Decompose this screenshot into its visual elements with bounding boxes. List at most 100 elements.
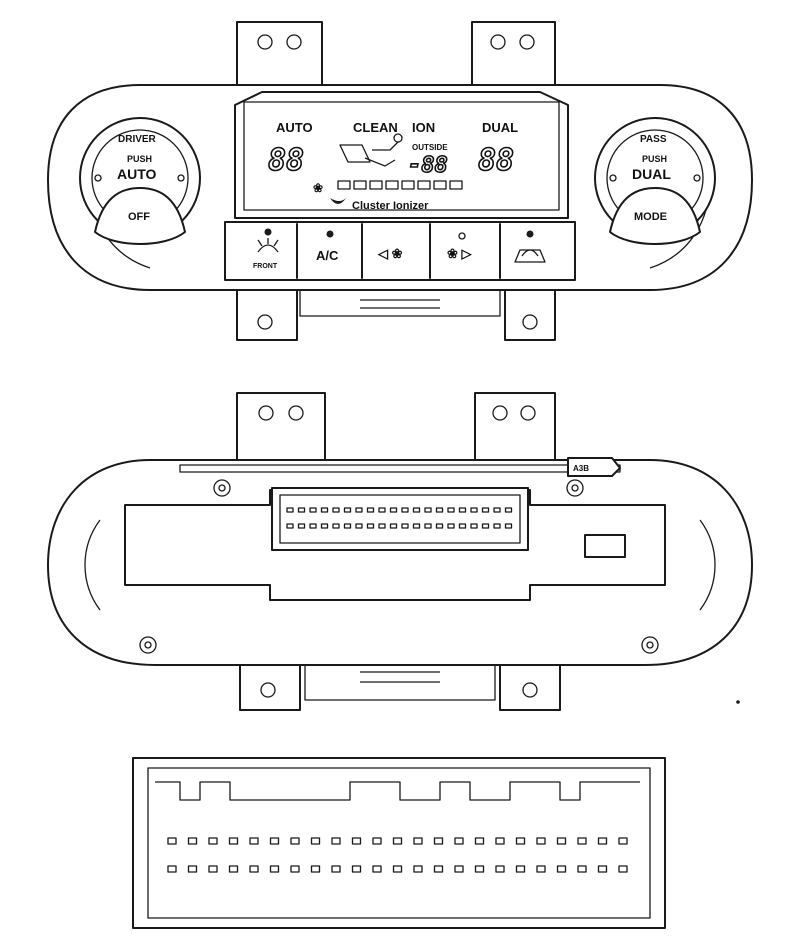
connector-pin: [343, 523, 352, 529]
connector-pin: [435, 507, 444, 513]
front-top-left-bracket: [236, 21, 323, 85]
display-clean-indicator: CLEAN: [353, 120, 398, 135]
connector-pin: [372, 837, 382, 845]
ionizer-brand-label: Cluster Ionizer: [352, 200, 429, 212]
right-knob-main-label: DUAL: [632, 166, 671, 182]
connector-pin: [474, 837, 485, 845]
connector-pin: [290, 865, 300, 873]
fan-up-label: ❀ ▷: [447, 246, 473, 261]
recirculation-icon: [514, 249, 546, 263]
left-knob-push-label: PUSH: [127, 154, 152, 164]
connector-pin: [597, 865, 608, 873]
connector-pin: [378, 523, 386, 529]
connector-pin: [320, 507, 329, 513]
connector-pin: [249, 837, 259, 845]
left-knob-ring-label: DRIVER: [118, 134, 157, 145]
connector-pin: [309, 523, 317, 529]
right-knob-push-label: PUSH: [642, 154, 667, 164]
driver-airflow-icon: [339, 133, 403, 167]
right-knob[interactable]: PASS PUSH DUAL MODE: [594, 117, 716, 245]
connector-pin: [495, 837, 505, 845]
connector-pin: [412, 507, 421, 513]
connector-pin: [249, 865, 259, 873]
display-auto-indicator: AUTO: [276, 120, 313, 135]
ionizer-logo-icon: [330, 198, 346, 204]
connector-pin: [366, 507, 375, 513]
rear-tab-label: A3B: [573, 464, 589, 473]
connector-pin: [481, 507, 490, 513]
connector-pin: [228, 837, 239, 845]
connector-pin: [504, 507, 513, 513]
connector-pin: [577, 865, 587, 873]
connector-pin: [343, 507, 352, 513]
connector-pin: [269, 837, 280, 845]
connector-pin: [536, 865, 546, 873]
fan-icon: ❀: [313, 181, 323, 195]
fan-level-bars: [337, 180, 463, 190]
connector-pin: [297, 523, 306, 529]
connector-pin: [378, 507, 386, 513]
connector-pin: [392, 837, 403, 845]
connector-pin: [413, 865, 423, 873]
connector-pin: [290, 837, 300, 845]
front-defrost-icon: [257, 238, 279, 253]
connector-pin: [351, 865, 362, 873]
right-knob-ring-label: PASS: [640, 134, 667, 145]
rear-tab: A3B: [567, 457, 621, 477]
connector-pin: [366, 523, 375, 529]
connector-pin: [454, 865, 464, 873]
ac-button[interactable]: A/C: [316, 230, 339, 264]
connector-pin: [401, 507, 409, 513]
front-top-right-bracket: [471, 21, 556, 85]
connector-pin: [424, 507, 432, 513]
connector-pin: [389, 507, 398, 513]
connector-pin: [433, 865, 444, 873]
connector-pin: [577, 837, 587, 845]
connector-pin: [556, 865, 567, 873]
fan-down-button[interactable]: ◁ ❀: [377, 246, 403, 261]
front-view: AUTO CLEAN ION DUAL OUTSIDE 88 -88 88 ❀: [47, 21, 753, 341]
connector-pin: [495, 865, 505, 873]
connector-pin: [331, 865, 341, 873]
connector-pin: [297, 507, 306, 513]
fan-up-button[interactable]: ❀ ▷: [447, 232, 473, 261]
front-button-row: [224, 221, 576, 281]
recirculation-button[interactable]: [514, 230, 546, 263]
connector-pin: [355, 507, 363, 513]
connector-pin: [447, 523, 455, 529]
connector-pin: [332, 523, 340, 529]
left-knob[interactable]: DRIVER PUSH AUTO OFF: [79, 117, 201, 245]
connector-pin: [470, 507, 478, 513]
connector-pin: [556, 837, 567, 845]
connector-pin: [372, 865, 382, 873]
connector-pin: [208, 865, 218, 873]
connector-pin: [286, 523, 294, 529]
connector-pin: [392, 865, 403, 873]
front-defrost-button[interactable]: FRONT: [253, 228, 279, 271]
outside-temp-digits: -88: [408, 153, 448, 178]
connector-pin: [332, 507, 340, 513]
connector-pin: [309, 507, 317, 513]
connector-pin: [167, 865, 177, 873]
lcd-display: AUTO CLEAN ION DUAL OUTSIDE 88 -88 88 ❀: [234, 91, 569, 219]
fan-down-label: ◁ ❀: [377, 246, 403, 261]
display-ion-indicator: ION: [412, 120, 435, 135]
left-knob-off-label: OFF: [128, 211, 150, 223]
connector-pin: [474, 865, 485, 873]
connector-pin: [331, 837, 341, 845]
rear-connector-header[interactable]: [271, 487, 529, 551]
connector-pin: [458, 507, 467, 513]
connector-pin: [413, 837, 423, 845]
connector-pin: [481, 523, 490, 529]
connector-pin: [401, 523, 409, 529]
connector-pin: [269, 865, 280, 873]
rear-bottom-right-bracket: [499, 660, 561, 711]
front-defrost-label: FRONT: [253, 263, 278, 270]
connector-pin: [618, 837, 628, 845]
connector-pin: [286, 507, 294, 513]
rear-screws: [139, 479, 659, 654]
connector-pin: [355, 523, 363, 529]
connector-pin-array: [167, 837, 628, 873]
display-outside-label: OUTSIDE: [412, 143, 448, 152]
